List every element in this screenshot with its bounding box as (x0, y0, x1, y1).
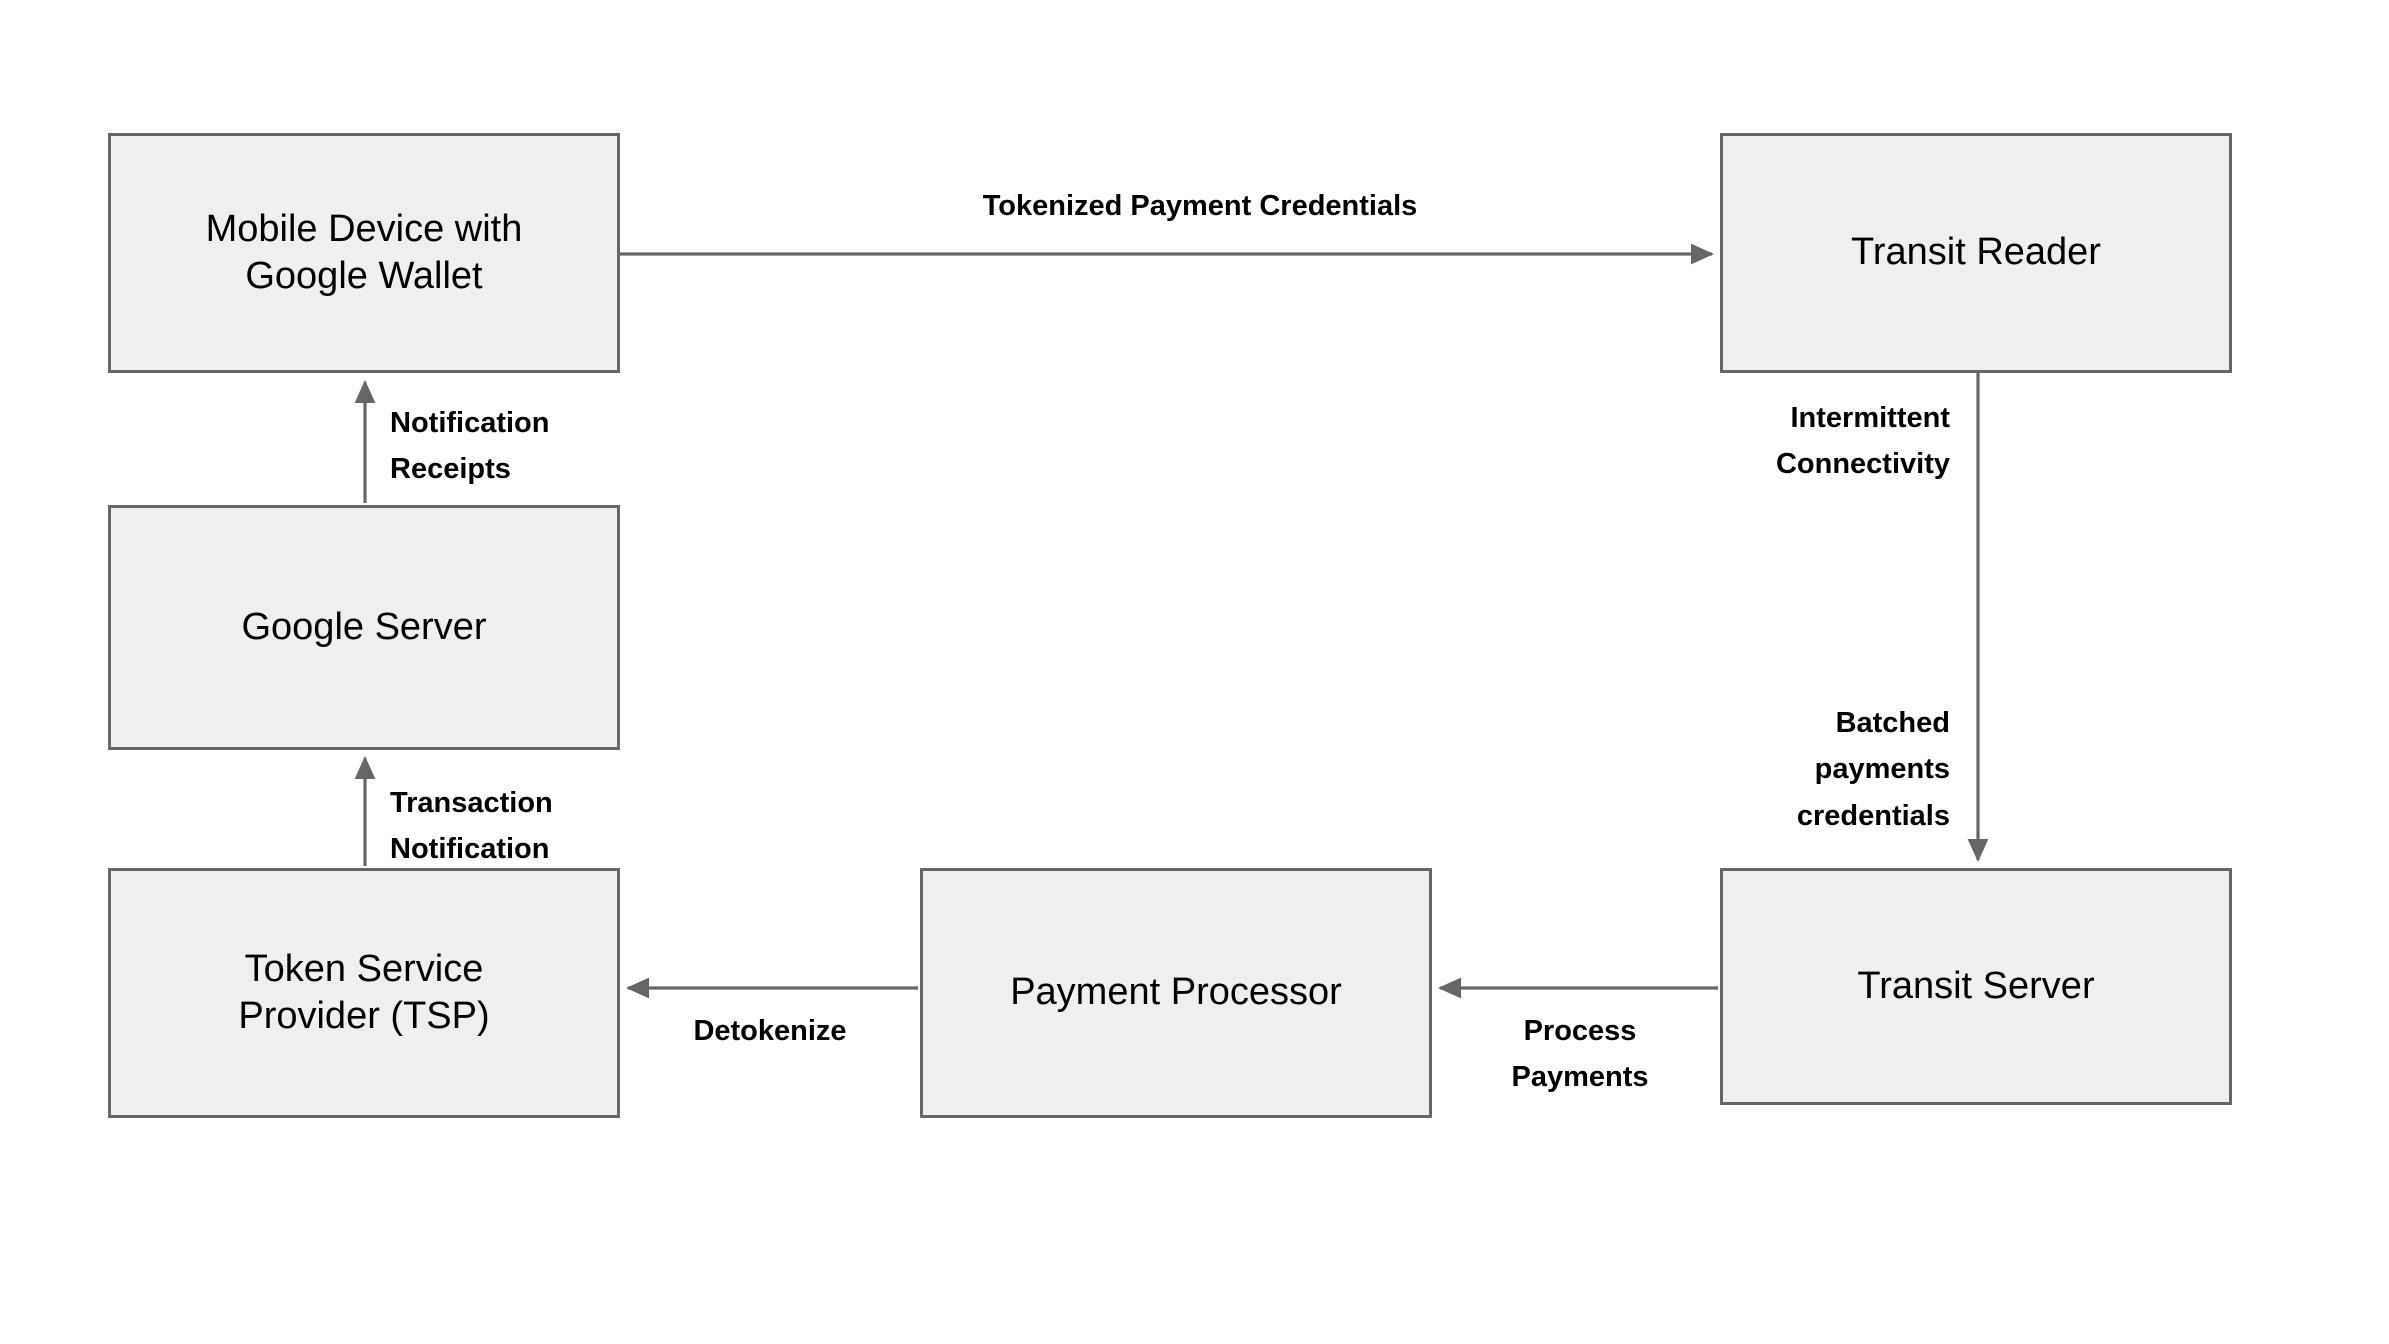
edge-label-notification-receipts: Notification Receipts (390, 407, 550, 486)
edge-label-intermittent-connectivity: Intermittent Connectivity (1775, 402, 1950, 481)
edge-label-tokenized-payment-credentials: Tokenized Payment Credentials (982, 190, 1418, 222)
node-mobile-device-label: Mobile Device with Google Wallet (205, 207, 523, 298)
node-payment-processor-label: Payment Processor (1010, 971, 1342, 1014)
edge-label-batched-payments-credentials: Batched payments credentials (1796, 707, 1950, 832)
node-transit-reader[interactable]: Transit Reader (1720, 133, 2232, 373)
node-transit-reader-label: Transit Reader (1851, 231, 2101, 274)
edge-label-detokenize: Detokenize (693, 1015, 847, 1047)
node-google-server[interactable]: Google Server (108, 505, 620, 750)
edge-label-transaction-notification: Transaction Notification (390, 787, 553, 866)
node-token-service-provider[interactable]: Token Service Provider (TSP) (108, 868, 620, 1118)
node-transit-server-label: Transit Server (1857, 964, 2095, 1007)
node-token-service-provider-label: Token Service Provider (TSP) (238, 947, 490, 1038)
edge-label-process-payments: Process Payments (1511, 1015, 1649, 1094)
node-google-server-label: Google Server (241, 605, 487, 648)
node-mobile-device[interactable]: Mobile Device with Google Wallet (108, 133, 620, 373)
node-payment-processor[interactable]: Payment Processor (920, 868, 1432, 1118)
node-transit-server[interactable]: Transit Server (1720, 868, 2232, 1105)
